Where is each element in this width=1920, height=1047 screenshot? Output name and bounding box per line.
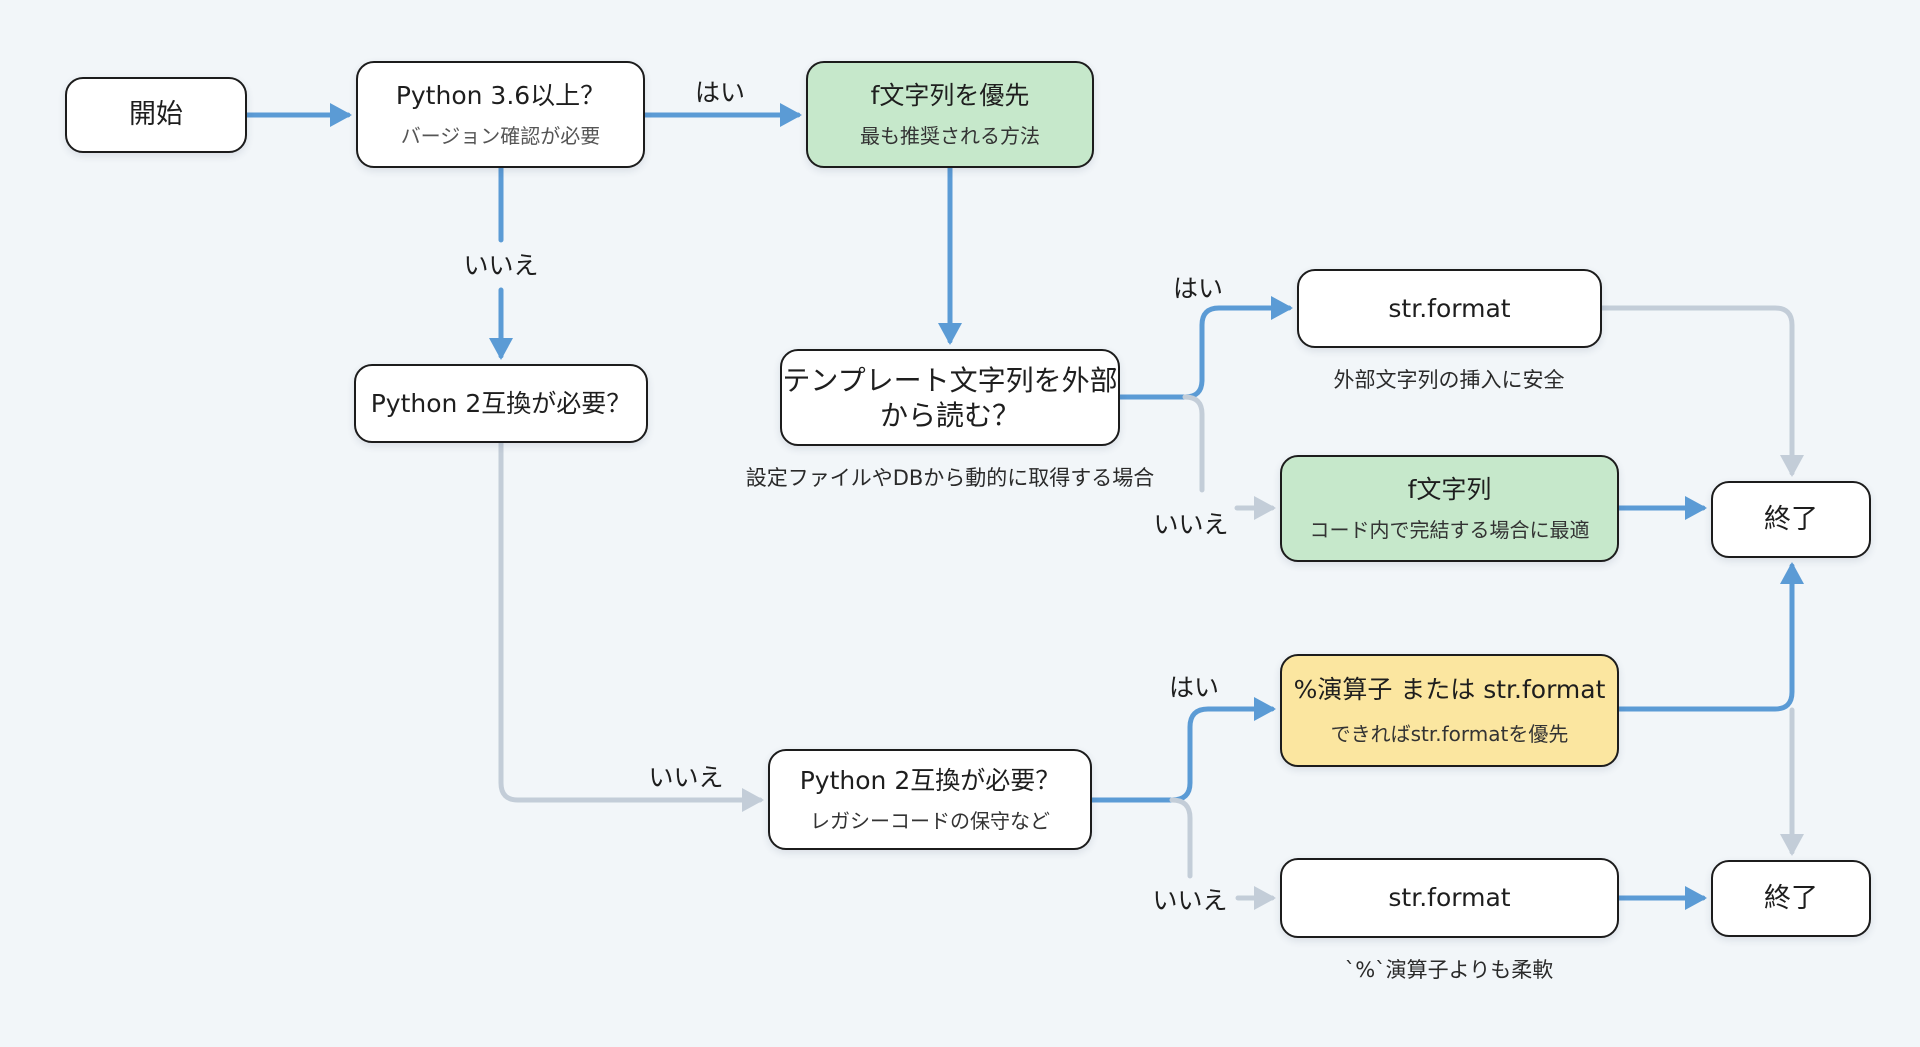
strformat-top-title: str.format (1388, 293, 1511, 323)
strformat-top-node[interactable]: str.format (1297, 269, 1602, 348)
edge-py2_left-py2_lower (498, 440, 764, 812)
fstring-title: f文字列 (1407, 475, 1492, 505)
end-node-bottom[interactable]: 終了 (1711, 860, 1871, 937)
fstring-node[interactable]: f文字列 コード内で完結する場合に最適 (1280, 455, 1619, 562)
edge-label-py2left-no: いいえ (648, 763, 724, 792)
edge-py2_lower-strformat_bottom (1169, 797, 1193, 879)
python2-compat-decision-lower[interactable]: Python 2互換が必要？ レガシーコードの保守など (768, 749, 1092, 850)
end-node-top[interactable]: 終了 (1711, 481, 1871, 558)
template-external-note: 設定ファイルやDBから動的に取得する場合 (745, 466, 1155, 490)
template-title-line2: から読む？ (879, 398, 1020, 432)
template-external-decision[interactable]: テンプレート文字列を外部 から読む？ (780, 349, 1120, 446)
edge-template_ext-fstring (1182, 394, 1205, 493)
strformat-bottom-title: str.format (1388, 883, 1511, 913)
python36-subtitle: バージョン確認が必要 (400, 123, 601, 148)
python2-left-title: Python 2互換が必要？ (370, 388, 632, 418)
fstring-preferred-title: f文字列を優先 (870, 81, 1030, 111)
strformat-top-note: 外部文字列の挿入に安全 (1333, 368, 1565, 392)
python2-lower-subtitle: レガシーコードの保守など (810, 808, 1050, 833)
template-title-line1: テンプレート文字列を外部 (782, 363, 1118, 397)
edge-label-py36-no: いいえ (463, 251, 539, 280)
edge-label-py2lower-no: いいえ (1152, 886, 1228, 915)
edge-strformat_top-end_top (1599, 305, 1804, 477)
fstring-preferred-node[interactable]: f文字列を優先 最も推奨される方法 (806, 61, 1094, 168)
edge-label-template-yes: はい (1172, 274, 1224, 303)
python36-decision[interactable]: Python 3.6以上？ バージョン確認が必要 (356, 61, 645, 168)
edge-label-py36-yes: はい (694, 78, 746, 107)
edge-template_ext-strformat_top (1117, 296, 1293, 400)
python2-compat-decision-left[interactable]: Python 2互換が必要？ (354, 364, 648, 443)
percent-or-strformat-subtitle: できればstr.formatを優先 (1330, 721, 1569, 746)
python36-title: Python 3.6以上？ (395, 81, 606, 111)
edge-percent-end_top (1616, 562, 1804, 712)
percent-or-strformat-node[interactable]: %演算子 または str.format できればstr.formatを優先 (1280, 654, 1619, 767)
python2-lower-title: Python 2互換が必要？ (799, 766, 1061, 796)
strformat-bottom-note: `%`演算子よりも柔軟 (1344, 958, 1554, 982)
percent-or-strformat-title: %演算子 または str.format (1293, 675, 1606, 705)
edge-py2_lower-percent (1089, 697, 1276, 803)
start-node[interactable]: 開始 (65, 77, 247, 153)
end-top-title: 終了 (1764, 503, 1818, 535)
strformat-bottom-node[interactable]: str.format (1280, 858, 1619, 938)
end-bottom-title: 終了 (1764, 882, 1818, 914)
fstring-subtitle: コード内で完結する場合に最適 (1309, 517, 1590, 542)
edge-label-template-no: いいえ (1153, 510, 1229, 539)
edge-label-py2lower-yes: はい (1168, 673, 1220, 702)
fstring-preferred-subtitle: 最も推奨される方法 (860, 123, 1040, 148)
start-node-title: 開始 (129, 99, 183, 131)
